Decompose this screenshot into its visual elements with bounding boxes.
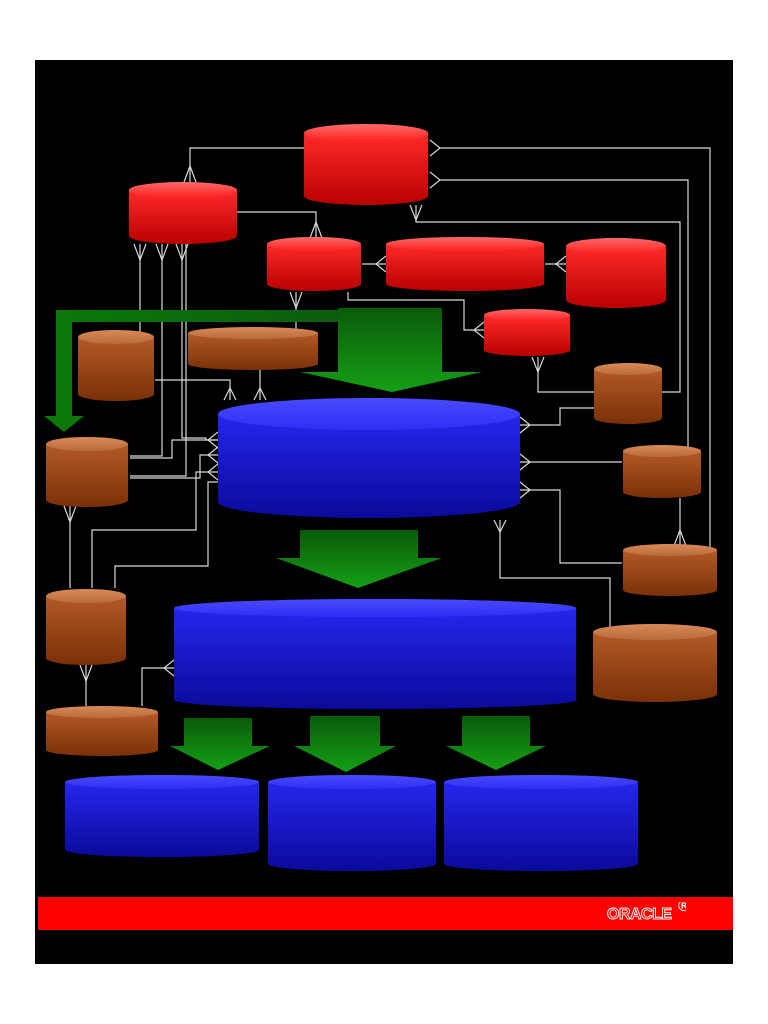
brown-database — [623, 544, 717, 596]
brown-database — [78, 330, 154, 401]
red-database — [267, 237, 361, 291]
registered-mark: ® — [678, 902, 686, 915]
down-arrow-to-main — [300, 308, 482, 392]
brown-database — [623, 445, 701, 498]
brown-database — [188, 327, 318, 370]
red-database — [484, 309, 570, 356]
blue-database-main — [218, 398, 520, 518]
blue-database-mart — [65, 775, 259, 857]
brown-database — [46, 437, 128, 507]
down-arrow-to-warehouse — [276, 530, 442, 588]
red-database — [566, 238, 666, 308]
blue-database-mart — [444, 775, 638, 871]
down-arrow-to-mart-3 — [446, 716, 546, 770]
blue-database-warehouse — [174, 599, 576, 709]
red-database — [304, 124, 428, 205]
down-arrow-to-mart-2 — [294, 716, 396, 772]
crows-foot-markers — [63, 139, 687, 683]
blue-database-mart — [268, 775, 436, 871]
red-database — [129, 182, 237, 244]
brown-database — [594, 363, 662, 424]
flow-arrows — [44, 308, 546, 772]
down-arrow-to-mart-1 — [170, 718, 270, 770]
l-shaped-flow-arrow — [44, 310, 338, 432]
oracle-logo: ORACLE ® — [607, 902, 686, 923]
red-database — [386, 237, 544, 291]
brown-database — [593, 624, 717, 702]
footer-bar — [38, 897, 733, 930]
brown-database — [46, 589, 126, 665]
oracle-logo-text: ORACLE — [607, 906, 672, 923]
brown-database — [46, 706, 158, 756]
